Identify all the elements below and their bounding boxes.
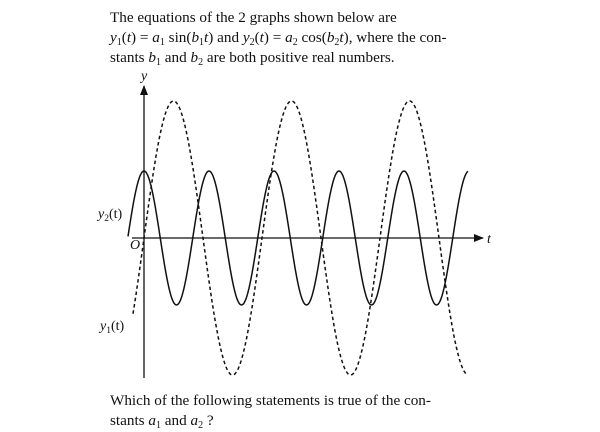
y-axis-label: y	[139, 69, 148, 84]
y1-curve-label: y1(t)	[98, 319, 125, 336]
intro-line-1: The equations of the 2 graphs shown belo…	[110, 9, 397, 26]
question-text: Which of the following statements is tru…	[110, 391, 505, 431]
question-line-2: stants a1 and a2 ?	[110, 412, 214, 431]
curve-y2-solid	[127, 170, 469, 306]
question-line-1: Which of the following statements is tru…	[110, 392, 431, 409]
problem-intro: The equations of the 2 graphs shown belo…	[110, 8, 505, 68]
intro-line-3: stants b1 and b2 are both positive real …	[110, 49, 395, 68]
curve-y1-dashed	[132, 100, 469, 376]
y2-curve-label: y2(t)	[96, 207, 123, 224]
t-axis-label: t	[487, 232, 492, 247]
origin-label: O	[130, 238, 140, 253]
intro-line-2: y1(t) = a1 sin(b1t) and y2(t) = a2 cos(b…	[110, 29, 447, 48]
